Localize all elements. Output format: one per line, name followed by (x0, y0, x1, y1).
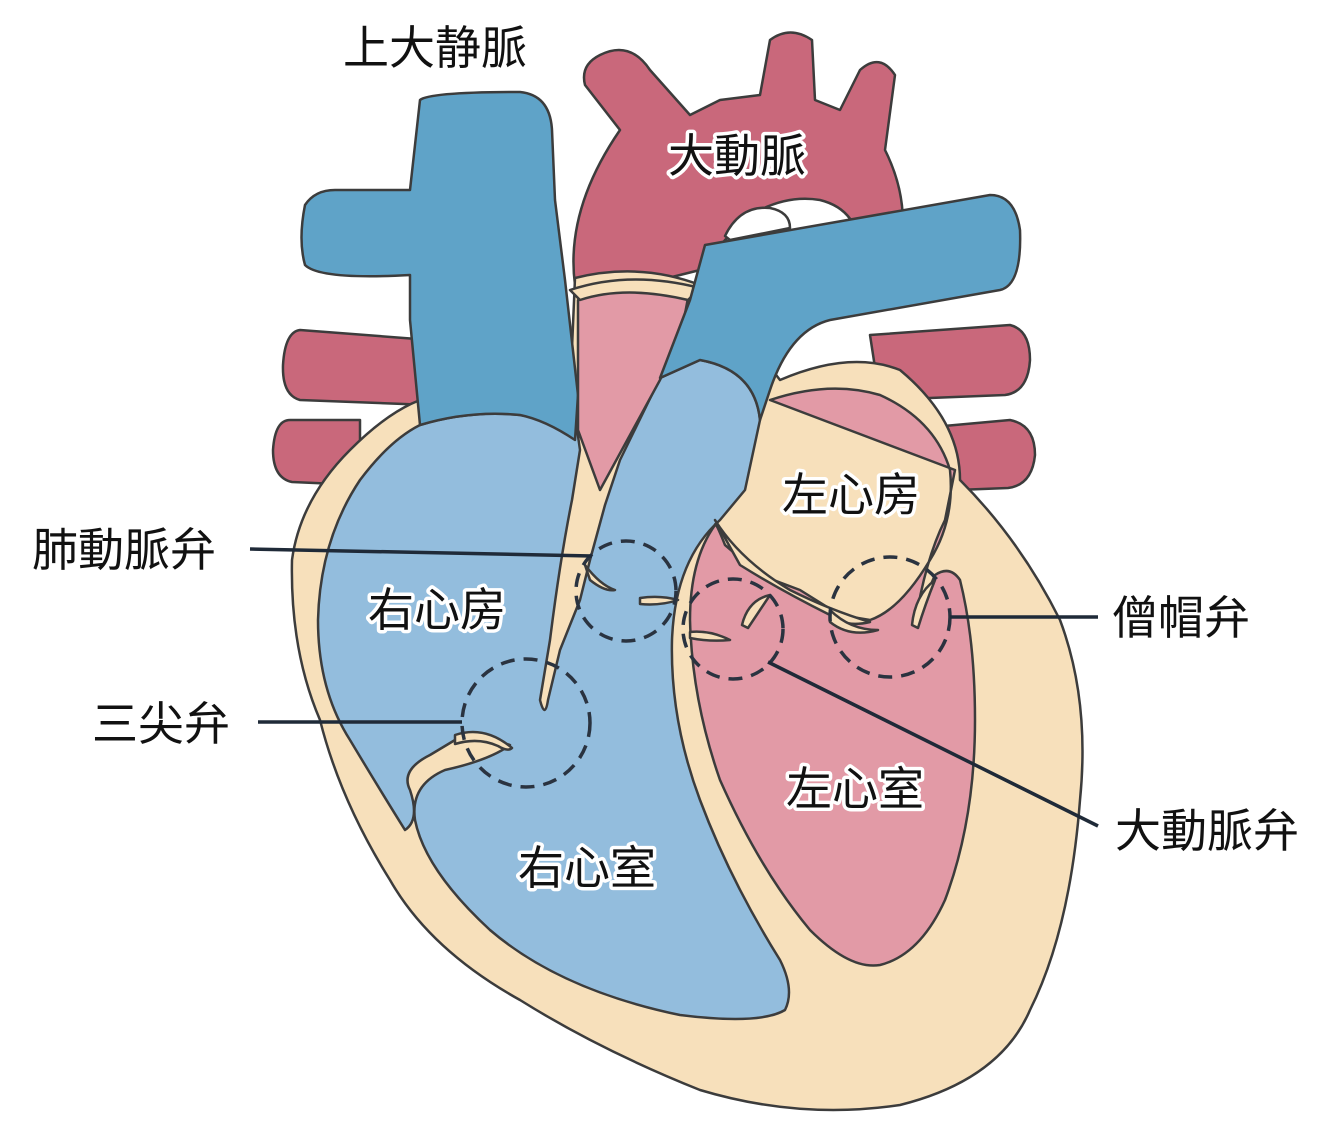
aortic-valve-circle (681, 577, 785, 681)
label-aorta: 大動脈 (668, 129, 806, 183)
label-left-ventricle: 左心室 (786, 762, 924, 816)
pulmonary-leaflet (583, 563, 617, 592)
aortic-leaflet (688, 630, 732, 642)
tricuspid-valve-circle (460, 657, 592, 789)
mitral-leaflet (828, 608, 880, 634)
aortic-valve-leader (767, 660, 1099, 828)
label-right-ventricle: 右心室 (518, 841, 656, 895)
pulmonary-valve-circle (574, 539, 678, 643)
label-pulmonary-valve: 肺動脈弁 (32, 523, 216, 577)
tricuspid-leaflet (453, 730, 514, 751)
label-mitral-valve: 僧帽弁 (1112, 591, 1250, 645)
label-right-atrium: 右心房 (368, 583, 506, 637)
superior-vena-cava (300, 90, 580, 442)
label-aortic-valve: 大動脈弁 (1115, 804, 1299, 858)
right-chambers (316, 358, 791, 1021)
pulmonary-artery-blue (658, 193, 1022, 422)
label-tricuspid-valve: 三尖弁 (92, 697, 230, 751)
label-superior-vena-cava: 上大静脈 (343, 21, 527, 75)
label-left-atrium: 左心房 (782, 468, 920, 522)
leader-lines (249, 547, 1099, 828)
pulmonary-valve-leader (249, 547, 593, 558)
